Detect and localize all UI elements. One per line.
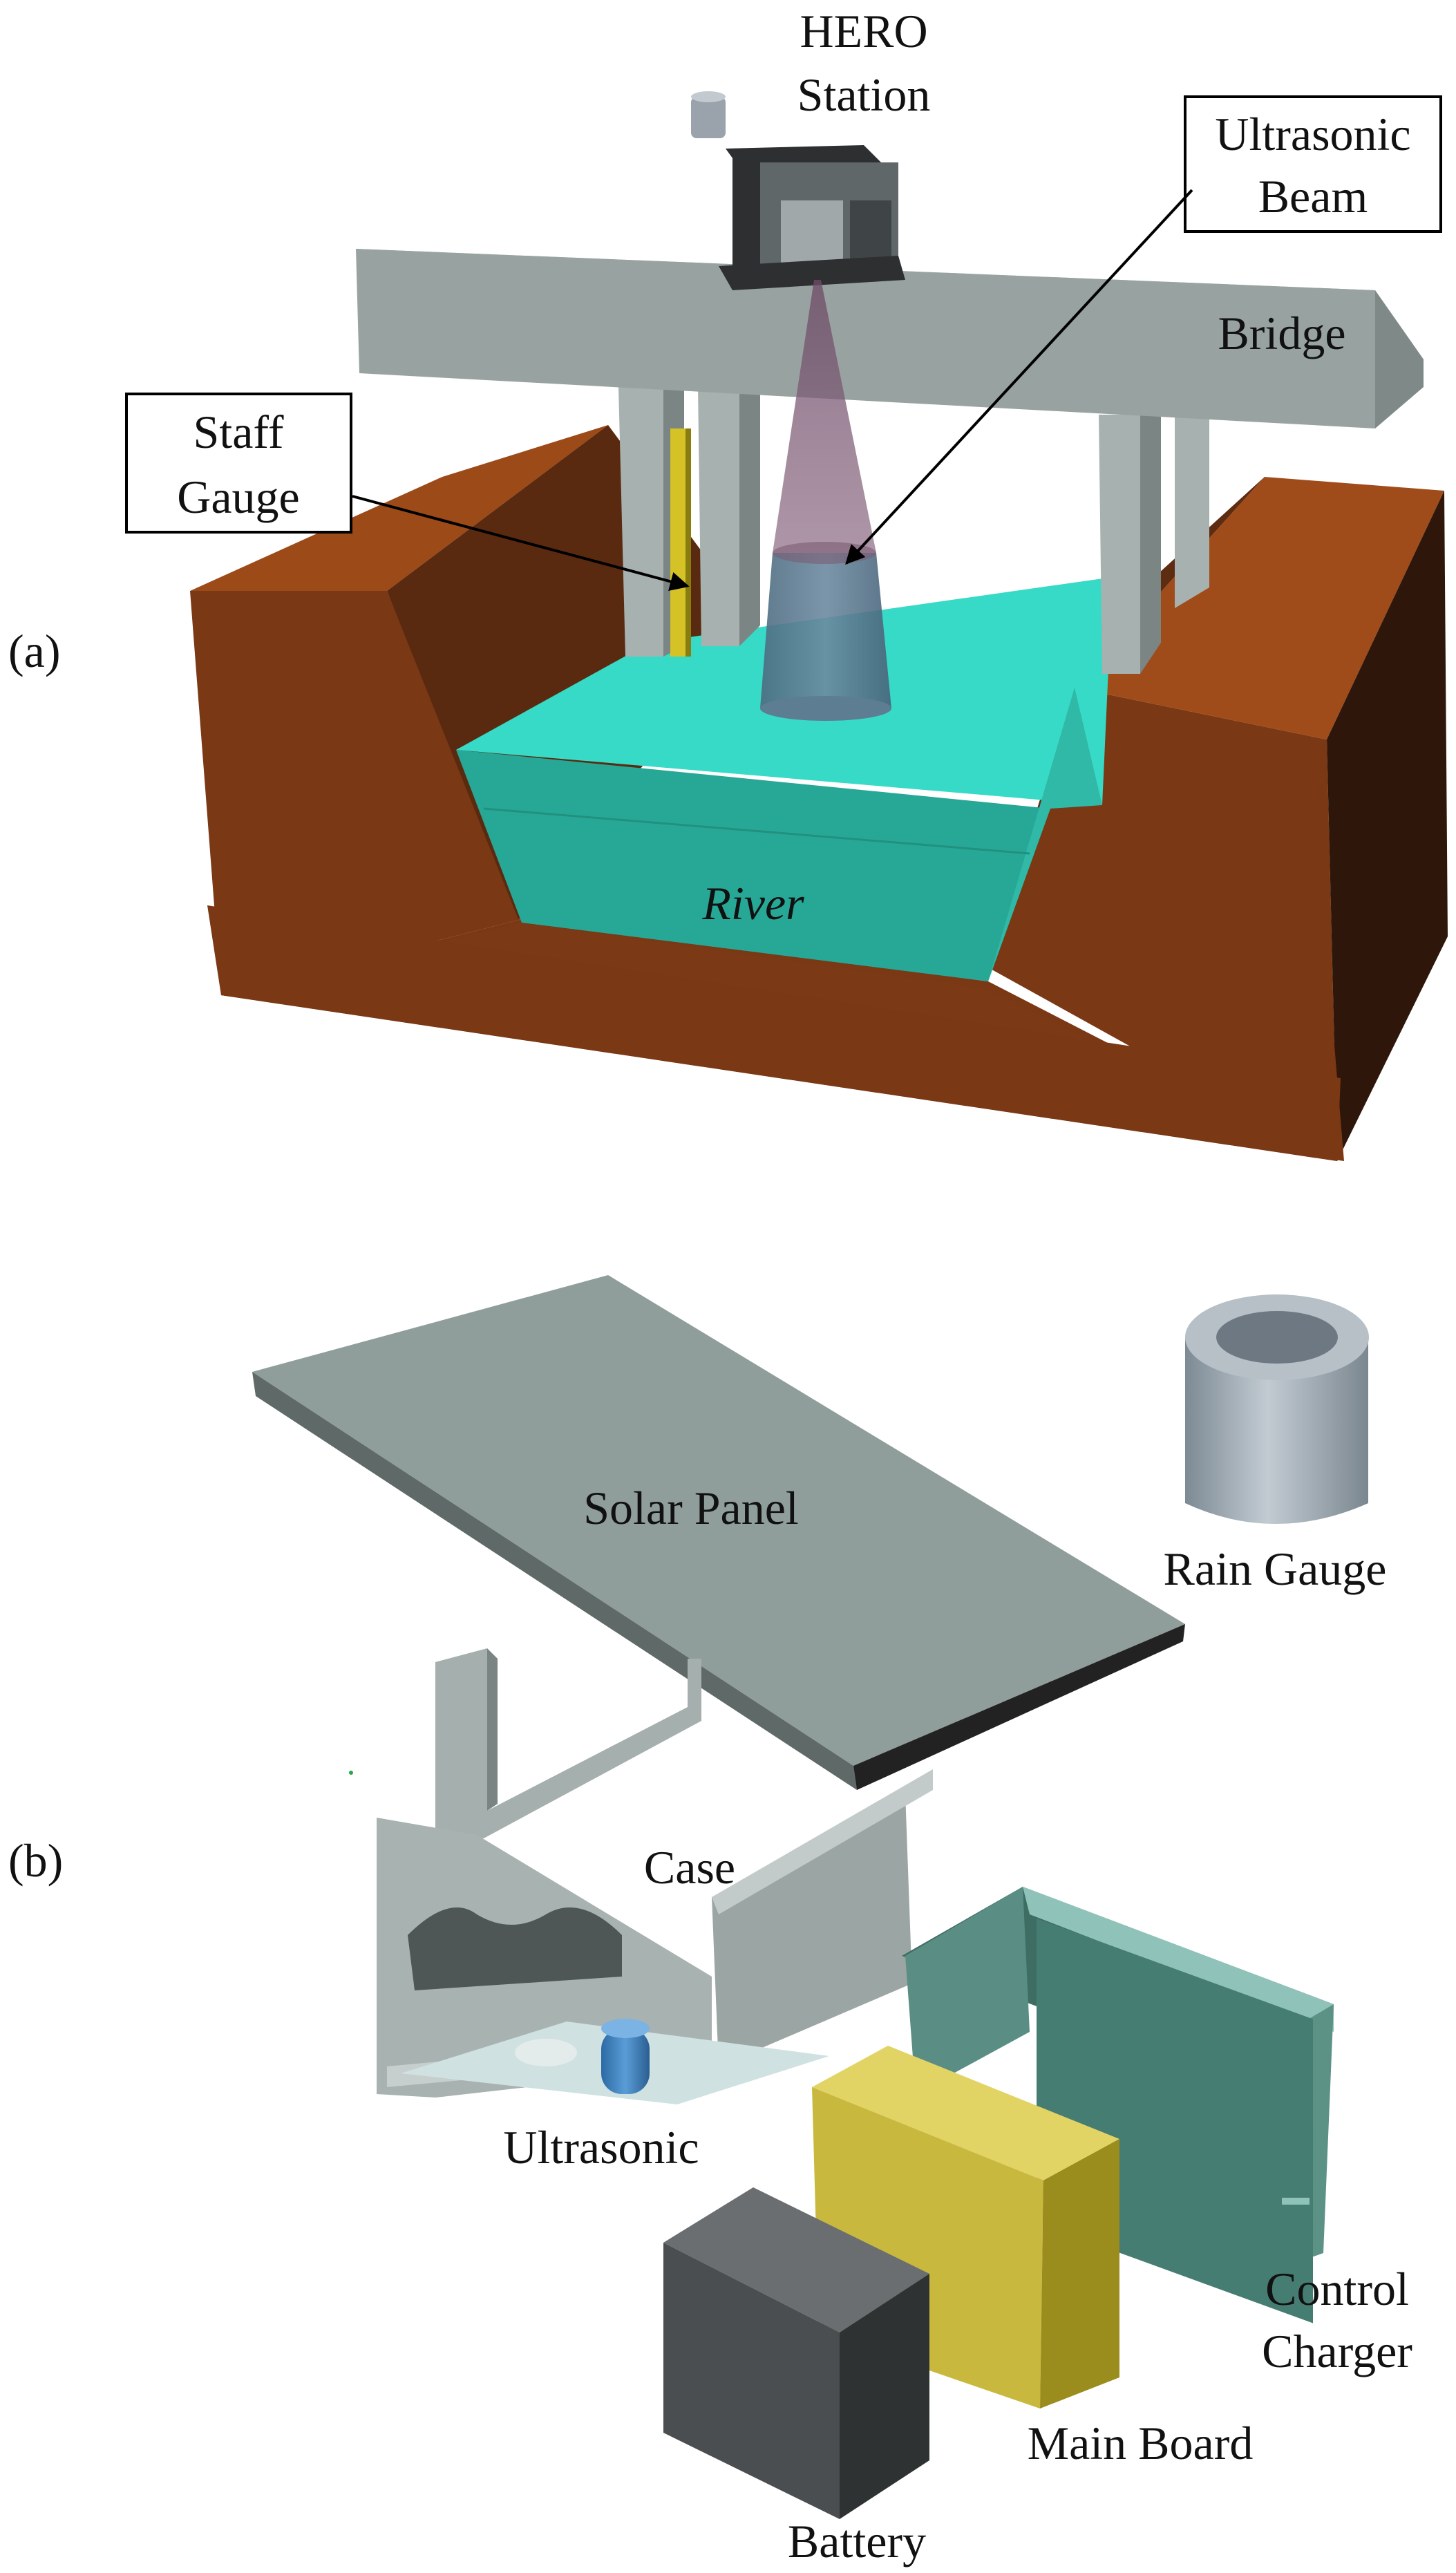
beam-callout-box xyxy=(1184,95,1442,233)
panel-b: (b) Solar Panel Rain Gauge Case Ultrason… xyxy=(8,1275,1412,2567)
staff-gauge xyxy=(670,428,691,657)
hero-station xyxy=(691,91,905,290)
beam-label-line2: Beam xyxy=(1258,170,1368,223)
bridge xyxy=(356,249,1424,674)
staff-gauge-label-line2: Gauge xyxy=(177,471,299,523)
panel-a: (a) HERO Station Ultrasonic Beam Bridge … xyxy=(8,5,1448,1161)
rain-gauge-label: Rain Gauge xyxy=(1164,1543,1387,1595)
river-label: River xyxy=(701,877,804,930)
river-water xyxy=(456,577,1113,981)
staff-gauge-callout-box xyxy=(125,393,352,534)
case-label: Case xyxy=(644,1841,735,1894)
hero-station-label-line1: HERO xyxy=(800,5,927,57)
panel-a-tag: (a) xyxy=(8,625,60,677)
beam-arrow xyxy=(845,189,1193,565)
control-charger-label-line1: Control xyxy=(1265,2263,1409,2315)
main-board-label: Main Board xyxy=(1028,2417,1254,2469)
battery-label: Battery xyxy=(788,2515,926,2567)
rain-gauge xyxy=(1185,1294,1369,1524)
solar-panel-label: Solar Panel xyxy=(583,1482,799,1534)
battery xyxy=(663,2187,929,2519)
staff-gauge-arrow xyxy=(352,495,690,591)
solar-panel xyxy=(252,1275,1185,1790)
hero-station-label-line2: Station xyxy=(797,68,931,121)
ultrasonic-label: Ultrasonic xyxy=(503,2121,699,2174)
staff-gauge-label-line1: Staff xyxy=(193,406,284,458)
beam-label-line1: Ultrasonic xyxy=(1215,108,1410,160)
bridge-label: Bridge xyxy=(1218,307,1345,359)
control-charger-label-line2: Charger xyxy=(1262,2325,1412,2377)
ultrasonic-sensor xyxy=(601,2019,650,2094)
ultrasonic-beam xyxy=(760,280,891,721)
panel-b-tag: (b) xyxy=(8,1834,63,1887)
